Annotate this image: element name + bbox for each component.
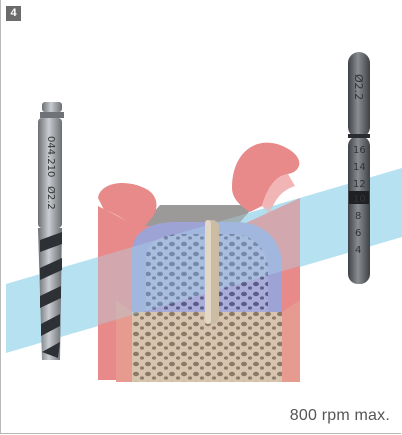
depth-mark: 14 [353,162,366,173]
left-drill-marking-2: Ø2.2 [45,186,57,210]
twist-drill-left: 044.210 Ø2.2 [38,102,64,360]
depth-mark: 6 [355,228,361,239]
left-drill-marking-1: 044.210 [45,136,56,177]
depth-mark: 10 [353,194,366,205]
depth-mark: 12 [353,179,366,190]
depth-drill-right: Ø2.2 16 14 12 10 8 6 4 [348,52,370,284]
right-drill-marking: Ø2.2 [352,74,365,100]
depth-mark: 8 [355,211,361,222]
speed-caption: 800 rpm max. [290,407,390,425]
depth-mark: 16 [353,145,366,156]
depth-mark: 4 [355,245,361,256]
